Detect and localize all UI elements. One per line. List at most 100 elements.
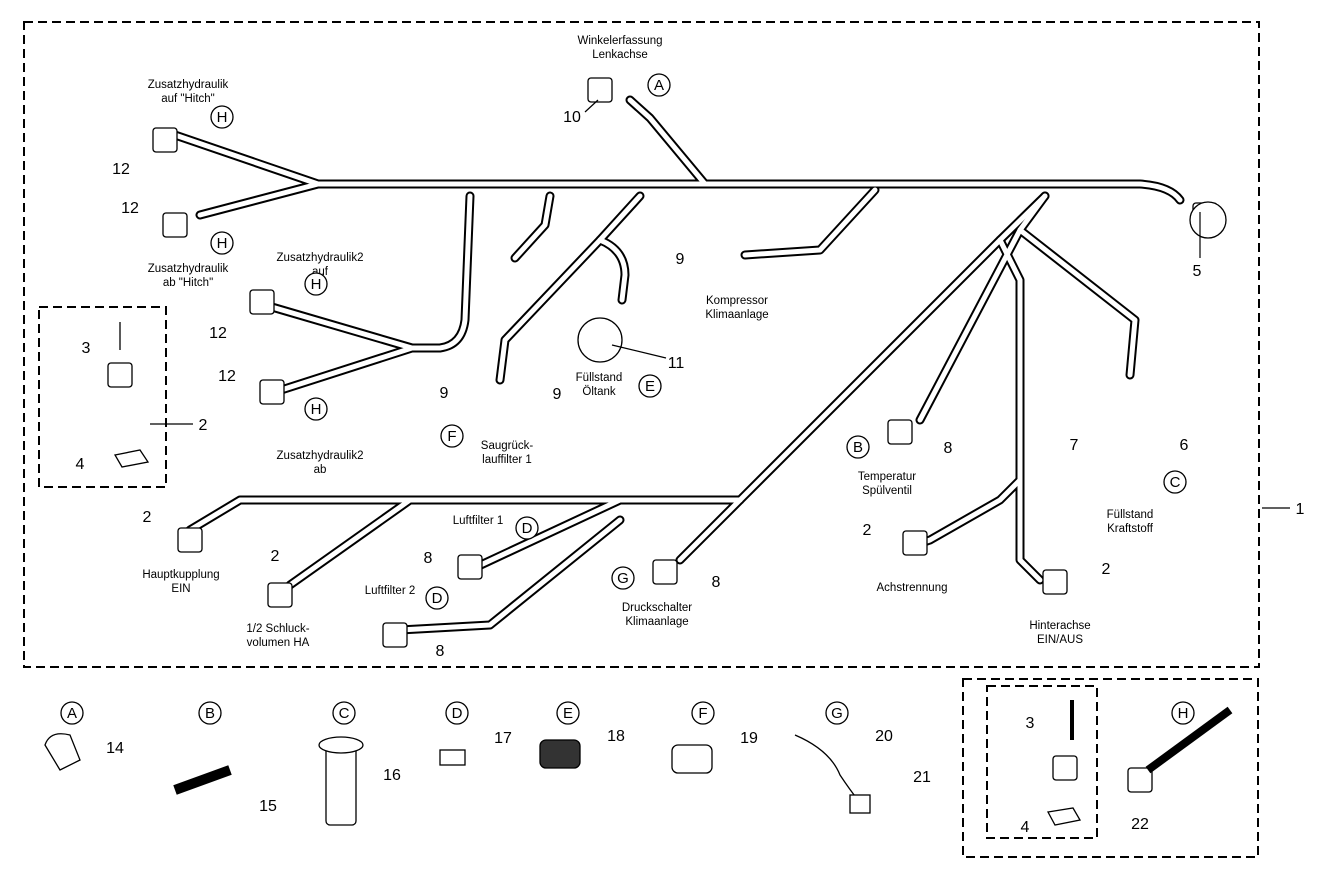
- part-17-screw: [439, 749, 466, 766]
- round-plug: [1189, 201, 1227, 239]
- callout-B: B: [198, 701, 222, 725]
- part-18-switch: [539, 739, 581, 769]
- label-luftfilter2: Luftfilter 2: [365, 585, 416, 597]
- callout-G: G: [825, 701, 849, 725]
- connector: [152, 127, 178, 153]
- callout-F: F: [440, 424, 464, 448]
- connector: [249, 289, 275, 315]
- callout-F: F: [691, 701, 715, 725]
- parts: [40, 0, 1233, 826]
- connector: [1042, 569, 1068, 595]
- svg-text:A: A: [654, 77, 664, 94]
- cable-fill: [342, 181, 1183, 203]
- svg-text:H: H: [311, 276, 322, 293]
- label-schluck: 1/2 Schluck-volumen HA: [246, 623, 309, 649]
- part-14-sensor: [44, 733, 81, 771]
- svg-text:G: G: [617, 570, 629, 587]
- part-number: 8: [436, 643, 445, 660]
- part-number: 9: [676, 251, 685, 268]
- svg-text:D: D: [452, 705, 463, 722]
- part-number: 9: [553, 386, 562, 403]
- leader-lines: [150, 99, 1290, 509]
- part-number: 21: [913, 769, 931, 786]
- part-number: 20: [875, 728, 893, 745]
- callout-H: H: [304, 397, 328, 421]
- svg-text:H: H: [311, 401, 322, 418]
- connector: [162, 212, 188, 238]
- part-number: 3: [1026, 715, 1035, 732]
- connector-kit-boundary: [38, 306, 167, 488]
- callout-H: H: [1171, 701, 1195, 725]
- svg-text:B: B: [853, 439, 863, 456]
- part-number: 2: [1102, 561, 1111, 578]
- svg-text:H: H: [1178, 705, 1189, 722]
- main-harness-boundary: [23, 21, 1260, 668]
- cable-fill: [397, 517, 623, 633]
- label-achstrennung: Achstrennung: [877, 582, 948, 594]
- callout-G: G: [611, 566, 635, 590]
- leader-line: [611, 344, 667, 359]
- part-number: 4: [76, 456, 85, 473]
- part-number: 12: [218, 368, 236, 385]
- svg-text:B: B: [205, 705, 215, 722]
- part-20-cable: [794, 734, 859, 801]
- callout-C: C: [1163, 470, 1187, 494]
- part-number: 12: [209, 325, 227, 342]
- connector: [1127, 767, 1153, 793]
- svg-text:A: A: [67, 705, 77, 722]
- part-number: 11: [668, 355, 685, 372]
- cable-harness: [170, 95, 1185, 635]
- cable-fill: [467, 497, 623, 573]
- part-number: 12: [112, 161, 130, 178]
- cable-segment: [395, 515, 625, 635]
- cable-fill: [272, 345, 415, 395]
- connector: [259, 379, 285, 405]
- part-number: 2: [199, 417, 208, 434]
- callout-D: D: [445, 701, 469, 725]
- callout-B: B: [846, 435, 870, 459]
- part-number: 6: [1180, 437, 1189, 454]
- connector: [887, 419, 913, 445]
- part-16-cap: [318, 736, 364, 754]
- svg-text:C: C: [339, 705, 350, 722]
- callout-C: C: [332, 701, 356, 725]
- cable-segment: [407, 191, 475, 353]
- part-number: 19: [740, 730, 758, 747]
- cable-fill: [262, 302, 415, 351]
- seal: [1046, 807, 1082, 826]
- cable-fill: [497, 193, 643, 383]
- part-number: 5: [1193, 263, 1202, 280]
- cable-h: [1145, 706, 1233, 774]
- label-luftfilter1: Luftfilter 1: [453, 515, 504, 527]
- leader-line: [584, 99, 599, 113]
- part-number: 9: [440, 385, 449, 402]
- svg-text:E: E: [645, 378, 655, 395]
- cable-fill: [742, 187, 878, 258]
- part-number: 16: [383, 767, 401, 784]
- svg-text:F: F: [698, 705, 707, 722]
- cable-segment: [1015, 225, 1140, 380]
- part-20-plug: [849, 794, 871, 814]
- part-15-sensor: [173, 765, 232, 795]
- part-number: 14: [106, 740, 124, 757]
- callout-E: E: [638, 374, 662, 398]
- label-saug: Saugrück-lauffilter 1: [481, 440, 534, 466]
- cable-fill: [172, 132, 321, 187]
- callout-H: H: [210, 231, 234, 255]
- connector: [457, 554, 483, 580]
- cable-fill: [1017, 227, 1138, 378]
- cable-fill: [187, 497, 743, 533]
- part-number: 4: [1021, 819, 1030, 836]
- bolt: [40, 0, 120, 350]
- cable-fill: [597, 237, 628, 303]
- part-number: 7: [1070, 437, 1079, 454]
